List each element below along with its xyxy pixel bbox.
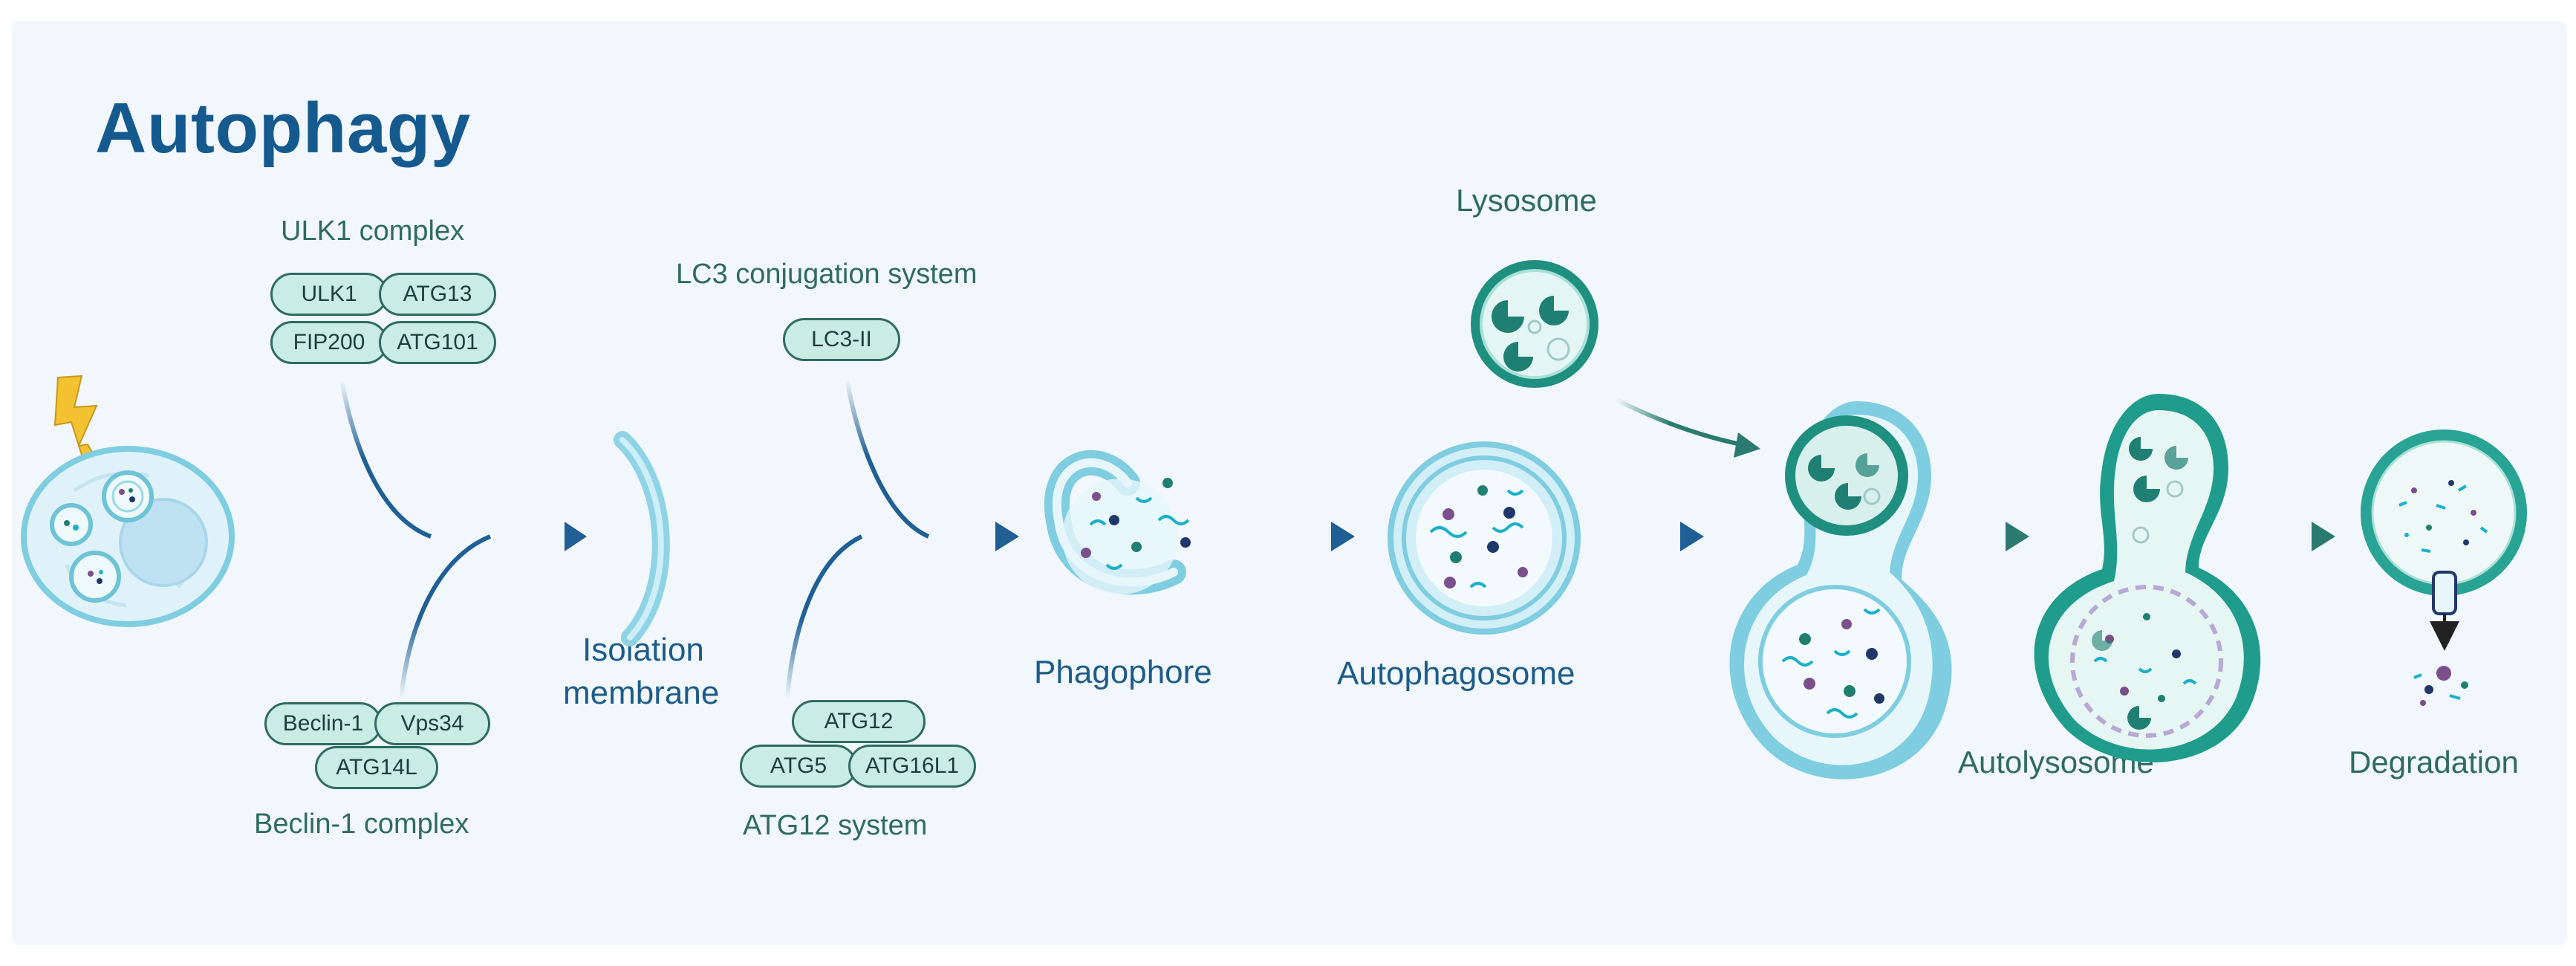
phagophore-icon (1044, 450, 1191, 595)
atg12-system-label: ATG12 system (743, 810, 928, 841)
arrowhead-degradation (2312, 522, 2335, 551)
isolation-membrane-icon (614, 431, 670, 646)
cell-icon (21, 446, 235, 627)
ulk1-connector (339, 380, 432, 539)
isolation-membrane-label-line1: Isolation (582, 632, 704, 668)
arrowhead-fusion (1680, 522, 1704, 551)
arrowhead-lysosome-fusion (1734, 432, 1760, 458)
pill-atg12: ATG12 (792, 700, 926, 743)
arrowhead-autophagosome (1331, 522, 1355, 551)
autophagosome-label: Autophagosome (1337, 655, 1575, 692)
ulk1-complex-label: ULK1 complex (281, 215, 465, 247)
arrow-lysosome-to-fusion (1615, 398, 1749, 448)
pill-atg16l1: ATG16L1 (848, 745, 976, 788)
arrowhead-autolysosome (2006, 522, 2029, 551)
atg12-connector (785, 534, 863, 699)
pill-atg101: ATG101 (379, 321, 496, 364)
lc3-system-label: LC3 conjugation system (676, 259, 978, 290)
lc3-connector (845, 378, 930, 539)
beclin1-complex-label: Beclin-1 complex (254, 808, 469, 840)
arrowhead-phagophore (995, 522, 1019, 551)
pill-vps34: Vps34 (374, 702, 490, 745)
phagophore-label: Phagophore (1034, 654, 1212, 690)
pill-beclin1: Beclin-1 (264, 702, 382, 745)
page-title: Autophagy (95, 88, 471, 168)
beclin1-connector (399, 534, 492, 699)
stress-lightning-icon (53, 375, 100, 464)
degradation-label: Degradation (2349, 745, 2519, 779)
fusion-icon (1729, 401, 1952, 779)
isolation-membrane-label-line2: membrane (563, 675, 720, 711)
pill-ulk1: ULK1 (270, 273, 388, 316)
autophagosome-icon (1388, 441, 1581, 635)
pill-fip200: FIP200 (270, 321, 388, 364)
pill-atg13: ATG13 (379, 273, 496, 316)
arrowhead-isolation (565, 522, 587, 551)
pill-lc3-ii: LC3-II (783, 318, 900, 361)
pill-atg14l: ATG14L (315, 746, 438, 789)
lysosome-icon (1471, 260, 1598, 388)
lysosome-label: Lysosome (1456, 183, 1597, 218)
autolysosome-icon (2034, 394, 2261, 762)
degradation-icon (2361, 429, 2527, 706)
